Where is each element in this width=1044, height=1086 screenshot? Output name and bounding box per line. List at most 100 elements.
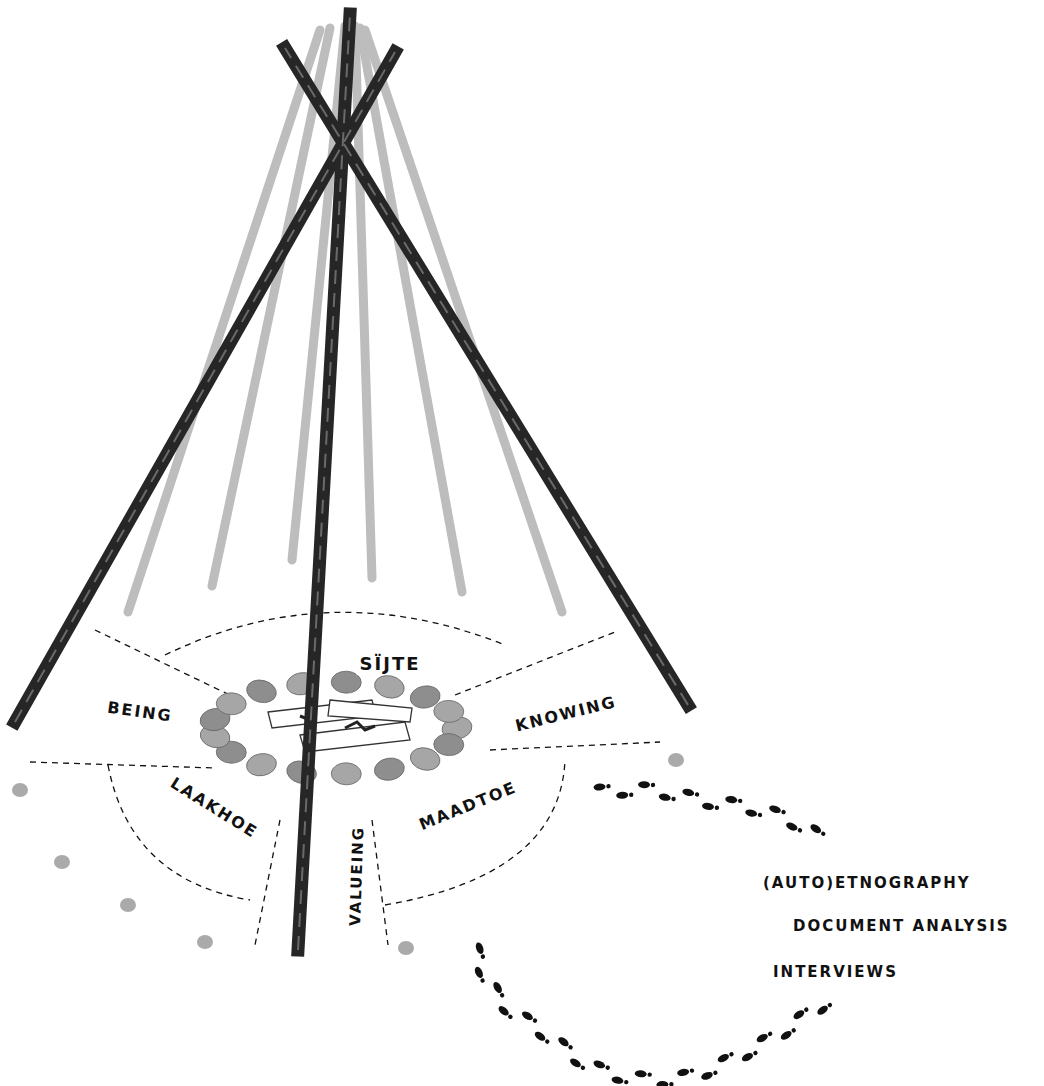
footprint-sole bbox=[745, 808, 758, 817]
fire-stone bbox=[331, 762, 362, 785]
footprint-sole bbox=[474, 941, 485, 955]
footprint-sole bbox=[716, 1052, 730, 1063]
footprint bbox=[700, 1069, 719, 1082]
footprint-toe bbox=[827, 1002, 833, 1008]
footprint bbox=[533, 1030, 551, 1046]
fire-stone bbox=[372, 673, 406, 702]
firewood-log bbox=[328, 700, 412, 722]
footprint bbox=[656, 1081, 673, 1086]
pole-grain bbox=[285, 48, 688, 705]
footprint-sole bbox=[702, 802, 715, 811]
footprint-toe bbox=[797, 827, 803, 833]
footprint bbox=[520, 1010, 538, 1025]
footprint-sole bbox=[785, 821, 799, 832]
footprint-sole bbox=[741, 1051, 755, 1063]
fire-stone bbox=[373, 756, 406, 783]
footprint-sole bbox=[593, 783, 606, 791]
footprint-sole bbox=[616, 791, 628, 799]
footprint bbox=[809, 823, 827, 838]
method-label: (AUTO)ETNOGRAPHY bbox=[760, 874, 974, 893]
footprint-toe bbox=[757, 812, 762, 817]
footprint-sole bbox=[658, 793, 671, 802]
footprint bbox=[557, 1035, 575, 1051]
footprint-sole bbox=[492, 981, 504, 995]
footprint-trail bbox=[473, 781, 833, 1086]
footprint-toe bbox=[544, 1038, 550, 1044]
fire-stone bbox=[245, 751, 278, 778]
footprint-toe bbox=[820, 831, 826, 837]
divider-line bbox=[255, 820, 280, 945]
footprint bbox=[816, 1001, 834, 1017]
section-label: KNOWING bbox=[510, 691, 621, 737]
footprint bbox=[716, 1050, 735, 1064]
footprint-toe bbox=[791, 1027, 797, 1033]
footprint-sole bbox=[700, 1071, 714, 1082]
footprint bbox=[638, 781, 655, 788]
footprint bbox=[497, 1004, 515, 1021]
divider-line bbox=[30, 762, 215, 768]
footprint-sole bbox=[638, 781, 650, 788]
footprint bbox=[745, 808, 763, 818]
lavvu-pole bbox=[15, 52, 395, 722]
footprint-toe bbox=[738, 798, 743, 803]
footprint bbox=[792, 1006, 810, 1021]
lavvu-pole bbox=[298, 14, 350, 950]
divider-line bbox=[455, 632, 615, 695]
section-label: LAAKHOE bbox=[164, 772, 264, 844]
footprint-toe bbox=[781, 809, 787, 815]
footprint-sole bbox=[677, 1068, 690, 1077]
footprint bbox=[492, 981, 507, 999]
divider-line bbox=[372, 820, 388, 945]
footprint-toe bbox=[713, 1070, 719, 1076]
fire-stone bbox=[433, 733, 464, 756]
footprint-sole bbox=[682, 788, 695, 798]
footprint-toe bbox=[605, 1065, 611, 1071]
footprint-sole bbox=[809, 823, 823, 836]
footprint bbox=[473, 965, 486, 984]
footprint-toe bbox=[729, 1051, 735, 1057]
footprint-toe bbox=[647, 1072, 652, 1077]
footprint-sole bbox=[656, 1081, 668, 1086]
footprint-toe bbox=[629, 792, 634, 797]
divider-arc bbox=[165, 612, 505, 655]
method-label: DOCUMENT ANALYSIS bbox=[790, 917, 1013, 936]
ground-dot bbox=[197, 935, 213, 949]
footprint-sole bbox=[557, 1035, 571, 1048]
footprint bbox=[768, 804, 787, 816]
footprint-toe bbox=[499, 992, 505, 998]
footprint bbox=[474, 941, 487, 960]
footprint-toe bbox=[651, 783, 655, 787]
footprint-toe bbox=[671, 796, 676, 801]
footprint-sole bbox=[725, 795, 738, 804]
divider-line bbox=[95, 630, 240, 700]
footprint bbox=[785, 821, 804, 835]
pole-grain bbox=[15, 52, 395, 722]
ground-dot bbox=[120, 898, 136, 912]
footprint-toe bbox=[567, 1044, 573, 1050]
background-pole bbox=[212, 28, 330, 586]
pole-grain bbox=[298, 14, 350, 950]
fire-stone bbox=[408, 745, 442, 774]
footprint-sole bbox=[779, 1029, 793, 1041]
background-pole bbox=[365, 30, 562, 612]
footprint-toe bbox=[532, 1018, 538, 1024]
footprint bbox=[611, 1076, 629, 1086]
footprint bbox=[755, 1030, 773, 1044]
footprint bbox=[725, 795, 743, 804]
footprint bbox=[682, 788, 700, 799]
ground-dot bbox=[398, 941, 414, 955]
fire-stone bbox=[244, 677, 278, 706]
footprint-sole bbox=[611, 1076, 624, 1085]
footprint-sole bbox=[568, 1057, 582, 1069]
section-label: BEING bbox=[103, 697, 177, 726]
ground-dots bbox=[12, 753, 684, 955]
footprint-toe bbox=[624, 1080, 629, 1085]
ground-dot bbox=[54, 855, 70, 869]
footprint-sole bbox=[520, 1010, 534, 1022]
footprint-sole bbox=[755, 1032, 769, 1044]
method-label: INTERVIEWS bbox=[770, 963, 901, 982]
divider-line bbox=[490, 742, 660, 750]
divider-arc bbox=[385, 760, 565, 905]
footprint-toe bbox=[752, 1050, 758, 1056]
footprint-sole bbox=[533, 1030, 547, 1043]
